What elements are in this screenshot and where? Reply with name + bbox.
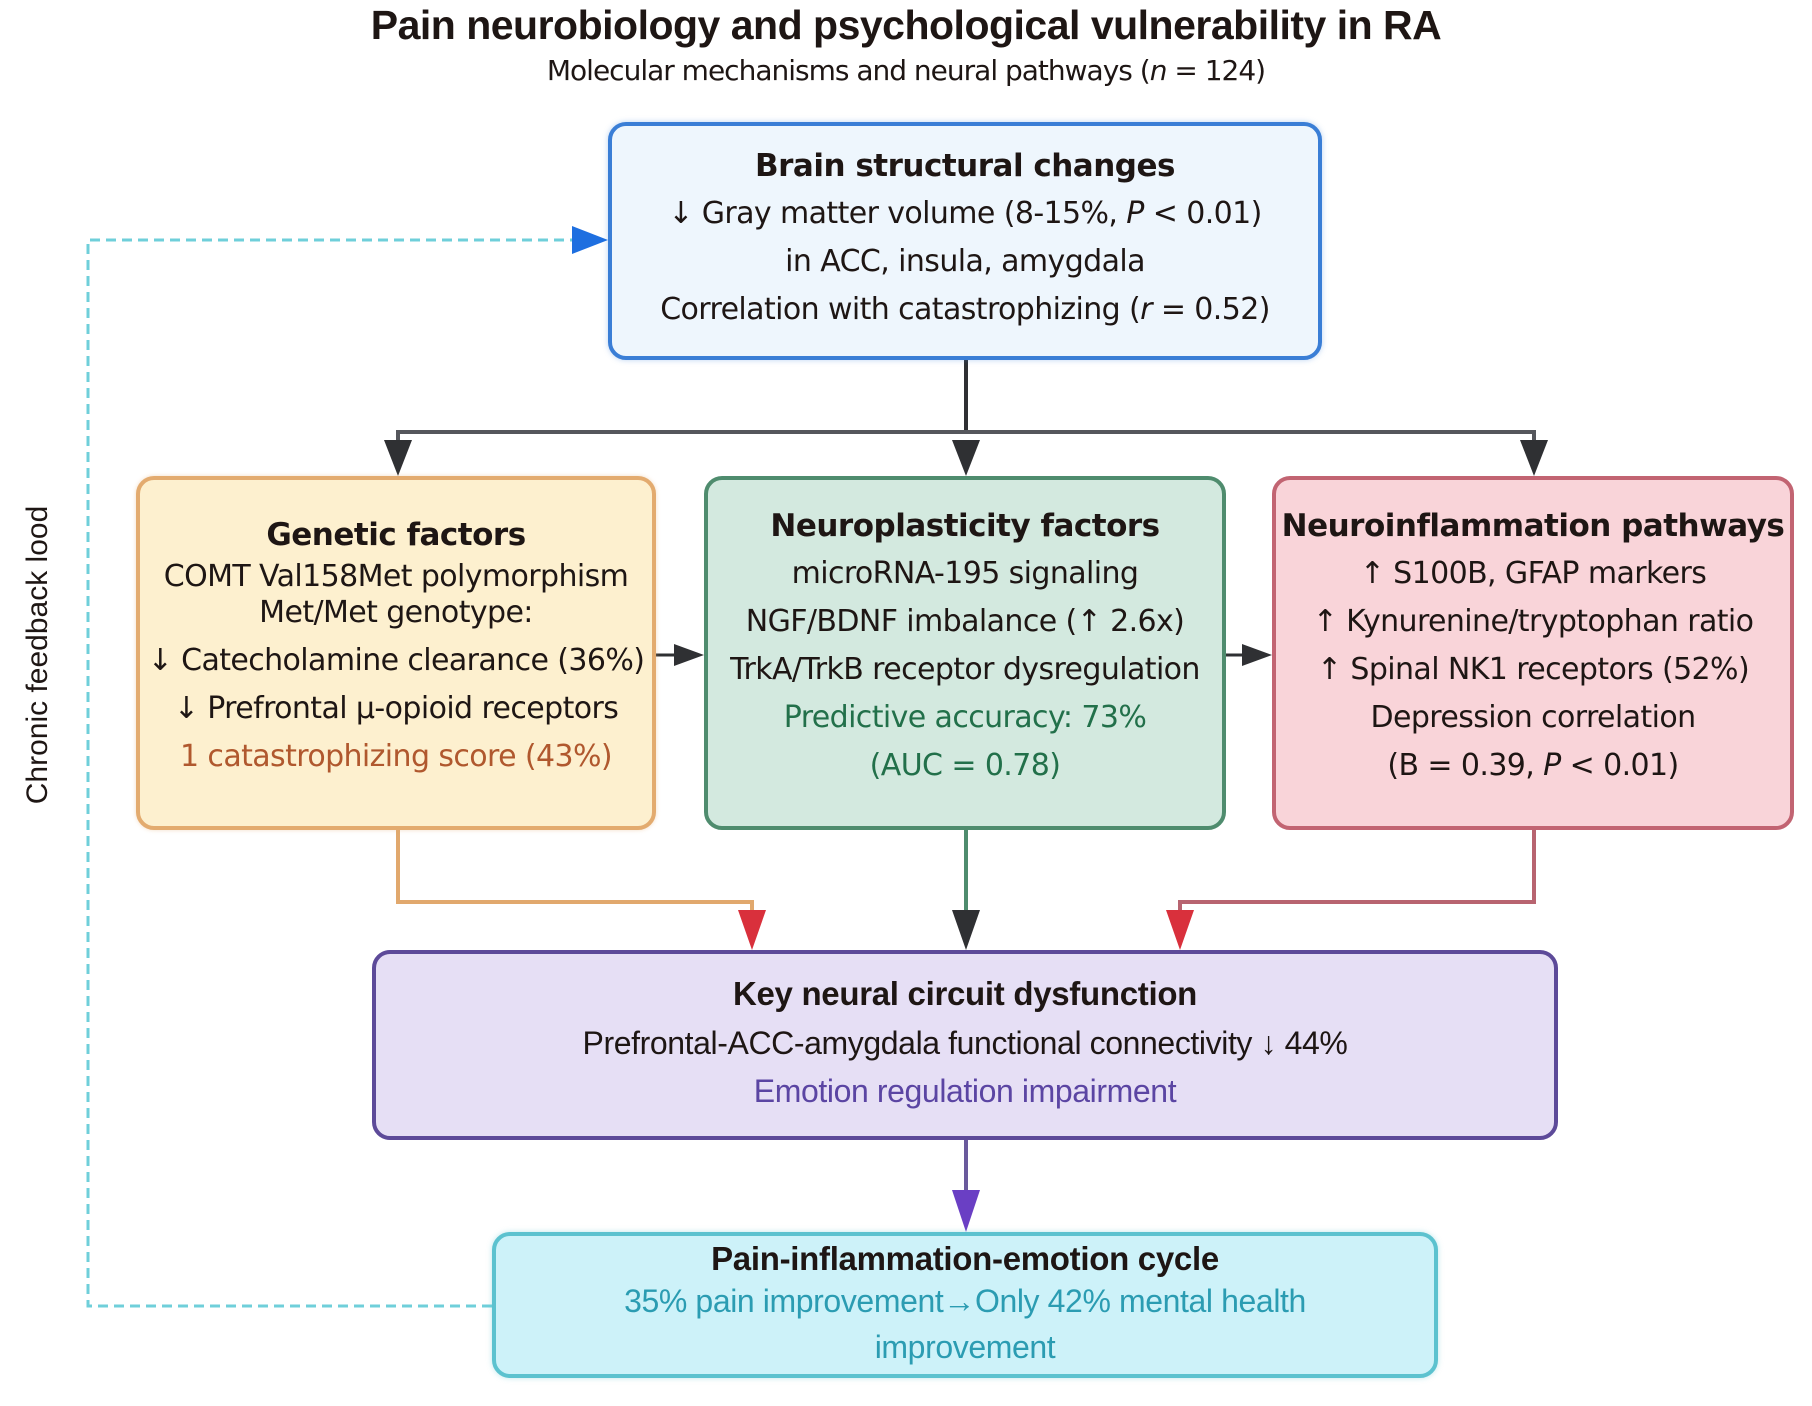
neuro-title: Neuroplasticity factors [770,508,1160,544]
genetic-to-circuit-arrowhead [738,910,766,950]
inflam-line: (B = 0.39, P < 0.01) [1387,742,1680,790]
circuit-title: Key neural circuit dysfunction [732,975,1198,1012]
feedback-loop-label-text: Chronic feedback lood [21,505,54,805]
feedback-loop-label: Chronic feedback lood [18,490,58,820]
subtitle-n-symbol: n [1149,54,1168,87]
arrow-to-genetic [384,440,412,476]
brain-branch-line [396,430,1536,440]
node-key-neural-circuit-dysfunction: Key neural circuit dysfunction Prefronta… [372,950,1558,1140]
neuro-line: TrkA/TrkB receptor dysregulation [730,652,1200,687]
genetic-line: Met/Met genotype: [259,595,533,630]
circuit-highlight: Emotion regulation impairment [753,1073,1177,1109]
neuro-highlight: (AUC = 0.78) [869,748,1061,783]
arrow-to-inflam [1520,440,1548,476]
neuro-to-circuit-arrowhead [952,910,980,950]
brain-line: Correlation with catastrophizing (r = 0.… [660,286,1270,334]
inflam-line: ↑ Spinal NK1 receptors (52%) [1316,652,1750,687]
brain-line-italic: r [1140,292,1152,327]
brain-line-text: = 0.52) [1151,292,1271,327]
node-pain-inflammation-emotion-cycle: Pain-inflammation-emotion cycle 35% pain… [492,1232,1438,1378]
genetic-line: ↓ Prefrontal μ-opioid receptors [173,691,619,726]
neuro-highlight: Predictive accuracy: 73% [783,700,1147,735]
diagram-title: Pain neurobiology and psychological vuln… [370,2,1442,48]
node-genetic-factors: Genetic factors COMT Val158Met polymorph… [136,476,656,830]
neuro-to-inflam-arrowhead [1242,644,1272,666]
feedback-loop-line [86,238,572,1308]
brain-line-italic: P [1126,196,1144,231]
subtitle-prefix: Molecular mechanisms and neural pathways… [546,54,1151,87]
node-brain-structural-changes: Brain structural changes ↓ Gray matter v… [608,122,1322,360]
inflam-line: ↑ Kynurenine/tryptophan ratio [1312,604,1754,639]
brain-line-text: < 0.01) [1143,196,1263,231]
arrow-to-neuro [952,440,980,476]
inflam-line-italic: P [1543,748,1561,783]
inflam-to-circuit-line [1178,830,1536,912]
brain-line-text: in ACC, insula, amygdala [785,244,1145,279]
inflam-line-text: (B = 0.39, [1387,748,1544,783]
subtitle-suffix: = 124) [1166,54,1266,87]
inflam-line-text: < 0.01) [1560,748,1680,783]
brain-line: ↓ Gray matter volume (8-15%, P < 0.01) [668,190,1263,238]
cycle-highlight: improvement [874,1329,1056,1365]
genetic-to-circuit-line [396,830,754,912]
neuro-line: microRNA-195 signaling [791,556,1139,591]
brain-line-text: ↓ Gray matter volume (8-15%, [668,196,1127,231]
genetic-highlight: 1 catastrophizing score (43%) [180,739,613,774]
feedback-arrowhead [572,226,608,254]
node-neuroplasticity-factors: Neuroplasticity factors microRNA-195 sig… [704,476,1226,830]
brain-line: in ACC, insula, amygdala [785,238,1145,286]
node-neuroinflammation-pathways: Neuroinflammation pathways ↑ S100B, GFAP… [1272,476,1794,830]
brain-line-text: Correlation with catastrophizing ( [660,292,1141,327]
genetic-line: COMT Val158Met polymorphism [163,559,629,594]
brain-title: Brain structural changes [755,148,1175,184]
genetic-title: Genetic factors [266,517,526,553]
inflam-line: ↑ S100B, GFAP markers [1359,556,1707,591]
cycle-highlight: 35% pain improvement→Only 42% mental hea… [624,1283,1306,1319]
genetic-to-neuro-arrowhead [674,644,704,666]
circuit-to-cycle-arrowhead [952,1190,980,1232]
cycle-title: Pain-inflammation-emotion cycle [711,1240,1219,1277]
inflam-to-circuit-arrowhead [1166,910,1194,950]
inflam-line: Depression correlation [1370,700,1696,735]
neuro-line: NGF/BDNF imbalance (↑ 2.6x) [745,604,1185,639]
genetic-line: ↓ Catecholamine clearance (36%) [147,643,645,678]
inflam-title: Neuroinflammation pathways [1281,508,1785,544]
diagram-subtitle: Molecular mechanisms and neural pathways… [0,54,1812,87]
circuit-line: Prefrontal-ACC-amygdala functional conne… [582,1025,1348,1061]
